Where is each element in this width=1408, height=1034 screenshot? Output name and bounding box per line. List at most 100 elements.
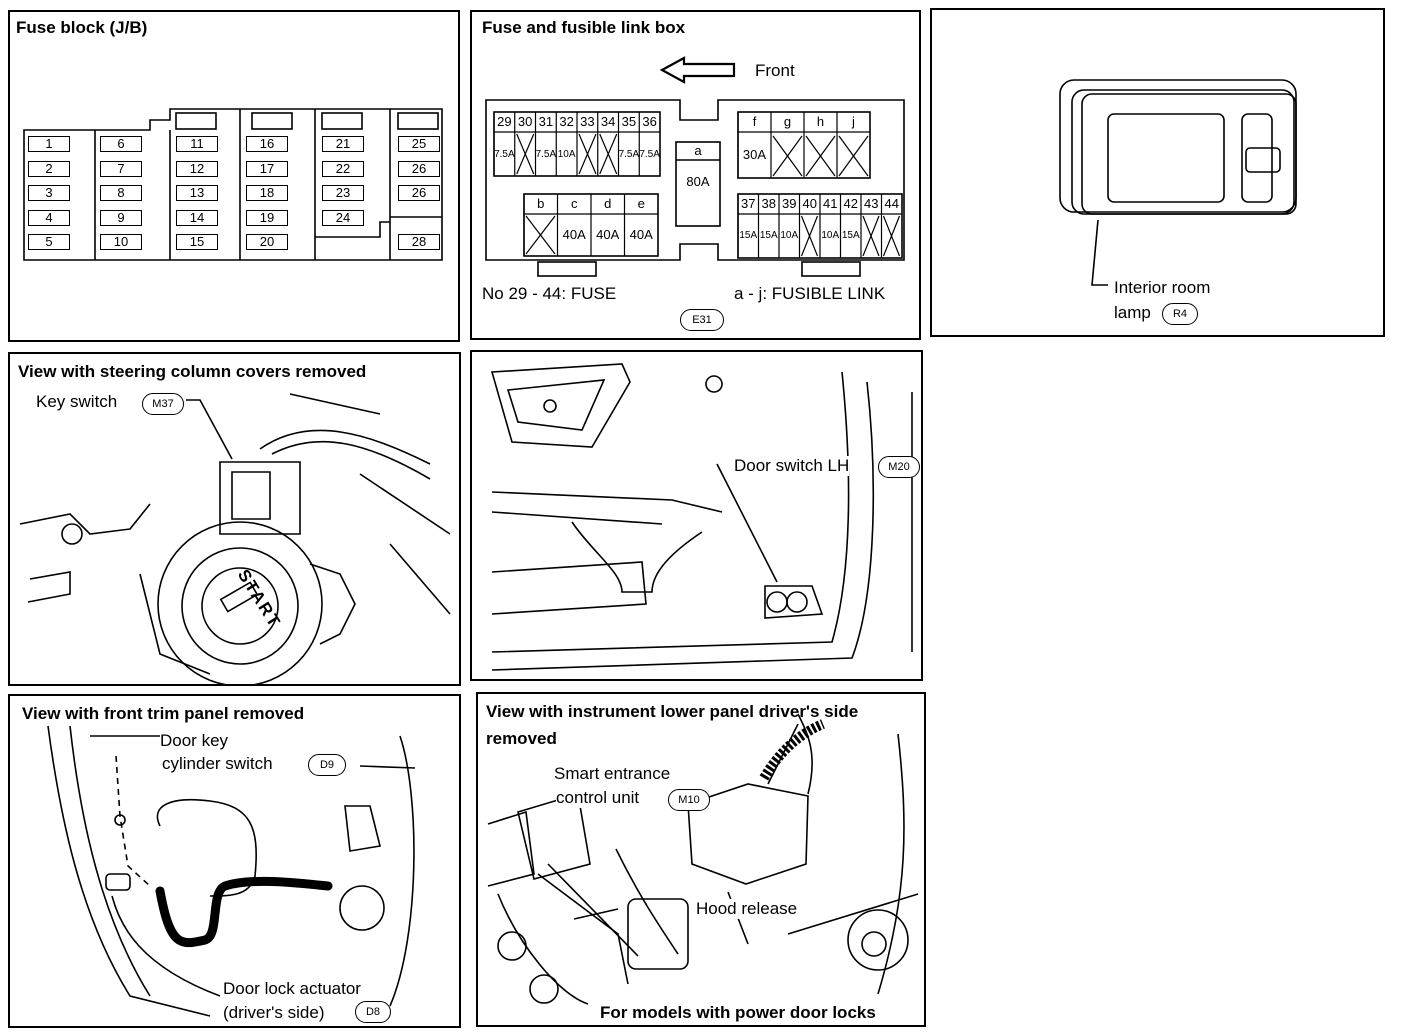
fuse-cell: 19 xyxy=(246,209,288,226)
fuse-cell: 33 xyxy=(580,114,595,129)
fuse-cell xyxy=(800,216,821,256)
fuse-cell: 37 xyxy=(741,196,756,211)
fuse-cell: 41 xyxy=(823,196,838,211)
fuse-cell: 36 xyxy=(642,114,657,129)
fuse-cell: j xyxy=(852,114,855,129)
fuse-cell: b xyxy=(537,196,545,211)
fuse-cell: f xyxy=(752,114,757,129)
fuse-cell: 15 xyxy=(176,234,218,250)
fuse-cell: 40A xyxy=(629,227,653,242)
fuse-cell: 40 xyxy=(802,196,817,211)
fuse-cell: 35 xyxy=(621,114,637,129)
fuse-cell: 7.5A xyxy=(535,149,557,160)
front-direction-label: Front xyxy=(755,61,795,81)
fuse-cell xyxy=(524,214,558,256)
fuse-cell: 44 xyxy=(884,196,899,211)
fuse-cell: 29 xyxy=(497,114,512,129)
fuse-cell: 31 xyxy=(538,114,554,129)
fusible-link-box-drawing xyxy=(485,56,905,277)
steering-column-panel: View with steering column covers removed… xyxy=(8,352,461,686)
fuse-cell: 3 xyxy=(28,185,70,201)
connector-m37: M37 xyxy=(142,393,184,415)
fuse-cell: 38 xyxy=(761,196,776,211)
fuse-cell: 28 xyxy=(398,234,440,250)
door-key-label: Door key xyxy=(160,731,229,751)
fuse-cell: 24 xyxy=(322,209,364,226)
key-switch-label: Key switch xyxy=(36,392,118,412)
connector-d9: D9 xyxy=(308,754,346,776)
hood-release-label: Hood release xyxy=(696,899,798,919)
fuse-cell: 16 xyxy=(246,136,288,152)
room-lamp-panel: Interior room lamp R4 xyxy=(930,8,1385,337)
fuse-cell: 10A xyxy=(780,230,799,241)
connector-d8: D8 xyxy=(355,1001,391,1023)
fuse-cell: g xyxy=(783,114,792,129)
fuse-cell: 15A xyxy=(739,230,758,241)
fuse-legend: No 29 - 44: FUSE xyxy=(482,284,617,304)
fuse-cell: 9 xyxy=(100,209,142,226)
fuse-cell: 15A xyxy=(759,230,778,241)
smart-entrance-label-2: control unit xyxy=(556,788,640,808)
panel-title: View with steering column covers removed xyxy=(18,362,367,381)
fuse-cell xyxy=(861,216,882,256)
fuse-cell: 12 xyxy=(176,160,218,177)
fusible-link-legend: a - j: FUSIBLE LINK xyxy=(734,284,886,304)
fuse-cell: 13 xyxy=(176,185,218,201)
fuse-cell: 10 xyxy=(100,234,142,250)
room-lamp-label: Interior room xyxy=(1114,278,1211,298)
connector-e31: E31 xyxy=(680,309,724,331)
fuse-cell: 42 xyxy=(843,196,858,211)
instrument-panel: View with instrument lower panel driver'… xyxy=(476,692,926,1027)
fuse-cell: h xyxy=(816,114,825,129)
steering-column-drawing xyxy=(19,393,451,684)
fuse-cell: 2 xyxy=(28,160,70,177)
fuse-cell: 20 xyxy=(246,234,288,250)
instrument-panel-drawing xyxy=(487,713,919,1005)
fuse-cell: 25 xyxy=(398,136,440,152)
front-trim-panel: View with front trim panel removed Door … xyxy=(8,694,461,1028)
fuse-cell: 4 xyxy=(28,209,70,226)
connector-r4: R4 xyxy=(1162,303,1198,325)
fuse-cell: e xyxy=(637,196,645,211)
fuse-cell: 15A xyxy=(841,230,860,241)
fuse-cell: 8 xyxy=(100,185,142,201)
fuse-cell: 7.5A xyxy=(618,149,640,160)
fuse-cell: 21 xyxy=(322,136,364,152)
fuse-cell: 7.5A xyxy=(639,149,660,160)
fusible-link-box-panel: Fuse and fusible link box Front 29 7.5A 30… xyxy=(470,10,921,340)
fuse-cell: 39 xyxy=(782,196,797,211)
fuse-cell: 14 xyxy=(176,209,218,226)
panel-title: View with instrument lower panel driver'… xyxy=(486,702,859,721)
fuse-cell xyxy=(515,136,536,174)
fuse-cell: 40A xyxy=(562,227,586,242)
door-lock-actuator-label: Door lock actuator xyxy=(223,979,361,999)
front-trim-drawing xyxy=(47,725,416,1017)
panel-title: Fuse block (J/B) xyxy=(16,18,148,37)
connector-m10: M10 xyxy=(668,789,710,811)
fuse-cell xyxy=(598,136,619,174)
fuse-cell xyxy=(771,134,804,176)
smart-entrance-label: Smart entrance xyxy=(554,764,671,784)
fuse-block-drawing xyxy=(23,108,443,261)
fuse-cell xyxy=(804,134,837,176)
fuse-cell: 22 xyxy=(322,160,364,177)
fuse-cell: 30 xyxy=(517,114,533,129)
fuse-cell: c xyxy=(571,196,578,211)
door-key-label-2: cylinder switch xyxy=(162,754,273,774)
fuse-cell: 40A xyxy=(596,227,620,242)
fuse-cell: 18 xyxy=(246,185,288,201)
fuse-cell: 5 xyxy=(28,234,70,250)
room-lamp-drawing xyxy=(1059,79,1297,286)
fuse-cell: 6 xyxy=(100,136,142,152)
fuse-cell xyxy=(837,134,870,176)
fuse-cell: 11 xyxy=(176,136,218,152)
fuse-cell: 1 xyxy=(28,136,70,152)
fuse-cell: 34 xyxy=(600,114,616,129)
fuse-cell: 26 xyxy=(398,185,440,201)
door-lock-actuator-label-2: (driver's side) xyxy=(223,1003,325,1023)
connector-m20: M20 xyxy=(878,456,920,478)
panel-title: Fuse and fusible link box xyxy=(482,18,686,37)
fuse-cell xyxy=(577,136,598,174)
door-switch-panel: Door switch LH M20 xyxy=(470,350,923,681)
